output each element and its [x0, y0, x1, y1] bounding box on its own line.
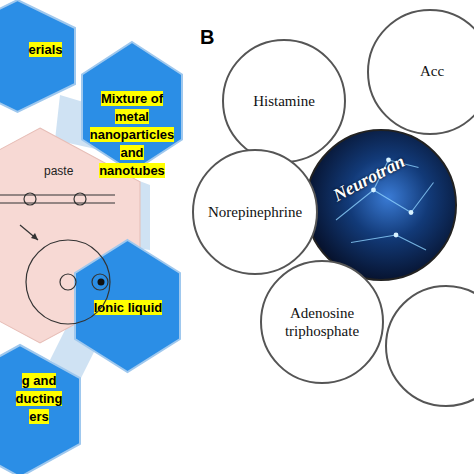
- circle-shape: [368, 10, 474, 134]
- text-box: Norepinephrine: [199, 150, 311, 274]
- node-text: Ionic liquid: [94, 300, 163, 315]
- text-box: erials: [18, 40, 73, 58]
- circle-shape: [193, 150, 317, 274]
- text-box: Acc: [402, 62, 462, 80]
- text-box: Adenosine triphosphate: [267, 261, 377, 383]
- neurotransmitter-circle: Acc: [368, 10, 474, 134]
- node-text: Norepinephrine: [208, 203, 302, 221]
- neuron-dot: [394, 233, 399, 238]
- node-text: Mixture of metal nanoparticles and nanot…: [90, 91, 175, 178]
- node-outline: [261, 261, 383, 383]
- neuron-line: [374, 190, 412, 213]
- cropped-circle: [386, 286, 474, 406]
- neurotransmitter-circle: Norepinephrine: [193, 150, 317, 274]
- node-text: g and ducting ers: [16, 373, 63, 424]
- circle-shape: [261, 261, 383, 383]
- hexagon-box: g and ducting ers: [0, 345, 80, 474]
- circle-shape: [306, 130, 456, 280]
- neuron-dot: [409, 210, 414, 215]
- panel-letter: B: [200, 26, 214, 49]
- text-box: Neurotran: [314, 168, 424, 189]
- text-box: Mixture of metal nanoparticles and nanot…: [88, 89, 176, 179]
- node-text: Acc: [402, 62, 462, 80]
- text-box: paste: [44, 164, 104, 178]
- node-text: Adenosine triphosphate: [267, 304, 377, 340]
- text-box: Ionic liquid: [83, 298, 173, 316]
- neuron-line: [396, 235, 426, 250]
- neuron-line: [411, 183, 434, 213]
- hexagon-box: Ionic liquid: [75, 240, 180, 372]
- node-text: Histamine: [253, 92, 315, 110]
- hexagon-shape: [75, 240, 180, 372]
- neurotransmitter-circle: Adenosine triphosphate: [261, 261, 383, 383]
- text-box: g and ducting ers: [4, 371, 74, 425]
- center-circle: Neurotran: [306, 130, 456, 280]
- node-outline: [306, 130, 456, 280]
- neuron-line: [351, 235, 396, 243]
- node-text: erials: [29, 42, 63, 57]
- hexagon-box: Mixture of metal nanoparticles and nanot…: [82, 42, 182, 172]
- hexagon-shape: [0, 345, 80, 474]
- hexagon-shape: [0, 0, 75, 112]
- circle-shape: [223, 40, 345, 162]
- text-box: Histamine: [229, 40, 339, 162]
- illustration-text: paste: [44, 164, 104, 178]
- hexagon-box: erials: [0, 0, 75, 112]
- neurotransmitter-circle: Histamine: [223, 40, 345, 162]
